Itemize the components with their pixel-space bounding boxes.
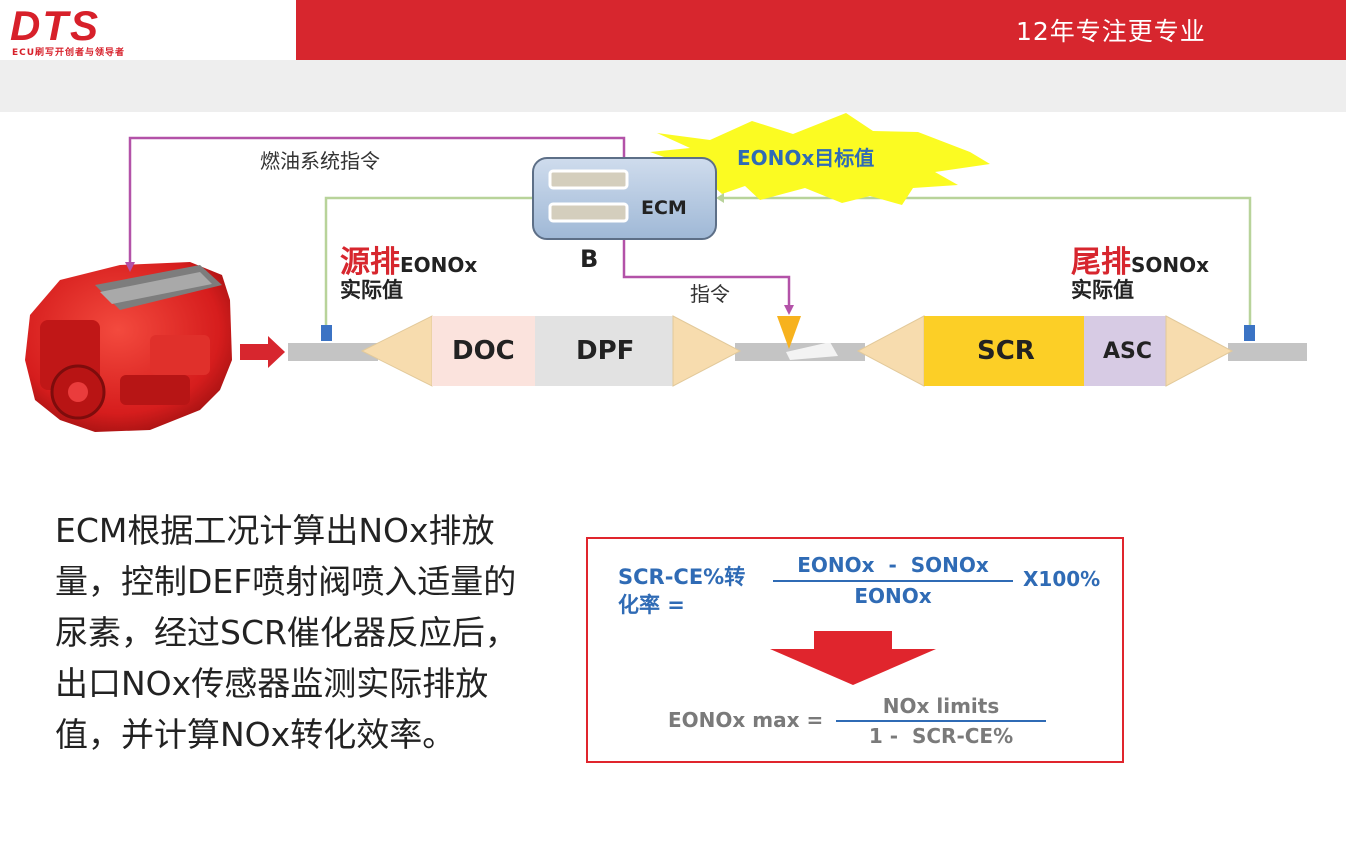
ce-denominator: EONOx [854, 584, 932, 608]
dpf-outlet-cone [672, 315, 742, 387]
source-emission-suffix: EONOx [400, 253, 478, 277]
tail-emission-label: 尾排SONOx 实际值 [1071, 246, 1209, 302]
ecm-slot-lower [548, 202, 629, 223]
doc-block [432, 316, 535, 386]
logo-subtitle: ECU刷写开创者与领导者 [12, 48, 126, 58]
tail-emission-red: 尾排 [1071, 245, 1131, 280]
down-arrow [770, 631, 936, 685]
slogan: 12年专注更专业 [1016, 17, 1206, 46]
dpf-label: DPF [576, 336, 635, 366]
inlet-nox-sensor [321, 325, 332, 341]
ce-numerator: EONOx - SONOx [797, 553, 989, 577]
inlet-sensor-line [324, 196, 532, 325]
logo: DTS [10, 2, 100, 49]
exhaust-flow-arrow [240, 336, 285, 368]
max-numerator: NOx limits [882, 694, 1000, 718]
ce-fraction-bar [773, 580, 1013, 582]
max-label: EONOx max = [668, 708, 824, 732]
formula-box: SCR-CE%转化率 = EONOx - SONOx EONOx X100% E… [586, 537, 1124, 763]
def-command-label: 指令 [690, 282, 730, 306]
max-denominator: 1 - SCR-CE% [868, 724, 1014, 748]
asc-outlet-cone [1165, 315, 1234, 387]
ce-multiplier: X100% [1023, 567, 1101, 591]
scr-label: SCR [977, 336, 1035, 366]
source-emission-red: 源排 [340, 245, 400, 280]
ecm-sub-label: B [580, 245, 599, 273]
description-text: ECM根据工况计算出NOx排放量，控制DEF喷射阀喷入适量的尿素，经过SCR催化… [55, 511, 518, 754]
engine-image [25, 262, 232, 432]
source-emission-label: 源排EONOx 实际值 [340, 246, 477, 302]
scr-inlet-cone [856, 315, 925, 387]
doc-label: DOC [452, 336, 515, 366]
ce-label: SCR-CE%转化率 = [618, 565, 746, 617]
tail-emission-suffix: SONOx [1131, 253, 1210, 277]
def-command-arrowhead [784, 305, 794, 315]
logo-area: DTS ECU刷写开创者与领导者 [0, 0, 296, 60]
scr-block [924, 316, 1084, 386]
fuel-command-line [128, 136, 626, 263]
def-spray [786, 342, 838, 360]
max-fraction-bar [836, 720, 1046, 722]
tail-emission-line2: 实际值 [1071, 278, 1134, 302]
exhaust-pipe-inlet [288, 343, 378, 361]
fuel-command-label: 燃油系统指令 [260, 149, 380, 173]
target-burst [650, 113, 990, 205]
exhaust-pipe-outlet [1228, 343, 1307, 361]
def-command-line [622, 238, 791, 306]
source-emission-line2: 实际值 [340, 278, 403, 302]
subheader-band [0, 60, 1346, 112]
ecm-label: ECM [641, 197, 687, 219]
outlet-nox-sensor [1244, 325, 1255, 341]
fuel-command-arrowhead [125, 262, 135, 272]
dpf-block [535, 316, 673, 386]
def-injector [777, 316, 801, 349]
ecm-slot-upper [548, 169, 629, 190]
outlet-sensor-arrowhead [716, 193, 724, 203]
target-burst-label: EONOx目标值 [737, 146, 875, 170]
doc-inlet-cone [360, 315, 433, 387]
asc-block [1084, 316, 1166, 386]
asc-label: ASC [1103, 339, 1153, 364]
header-band [296, 0, 1346, 60]
